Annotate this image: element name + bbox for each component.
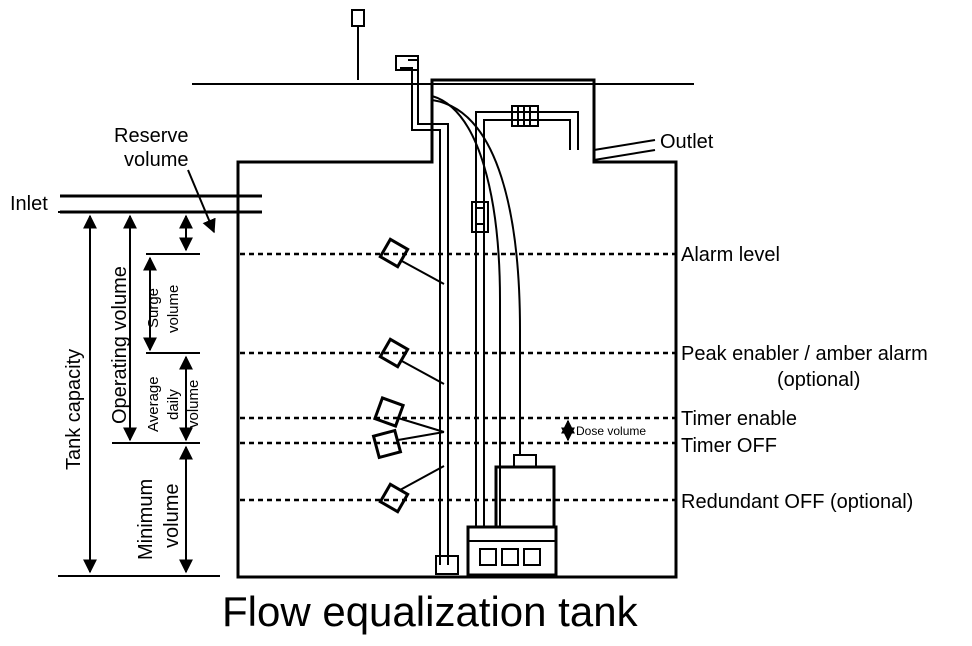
vent-cap <box>395 55 419 71</box>
diagram-title: Flow equalization tank <box>222 588 639 635</box>
outlet-label: Outlet <box>660 131 714 153</box>
float-timer-off <box>371 428 445 460</box>
average-daily-label-2: daily <box>165 389 182 420</box>
wire-b <box>431 99 521 455</box>
peak-enabler-optional-label: (optional) <box>777 369 860 391</box>
peak-enabler-label: Peak enabler / amber alarm <box>681 343 928 365</box>
redundant-off-label: Redundant OFF (optional) <box>681 491 913 513</box>
pump-inlet-3 <box>523 548 541 566</box>
timer-off-label: Timer OFF <box>681 435 777 457</box>
pump-motor <box>513 454 537 468</box>
reserve-volume-label-1: Reserve <box>114 125 188 147</box>
minimum-volume-label-2: volume <box>161 484 183 548</box>
reserve-leader <box>187 169 216 234</box>
pump-inlet-1 <box>479 548 497 566</box>
wire-a <box>431 95 501 528</box>
conduit-pipe-inner <box>408 59 449 565</box>
control-panel-post <box>351 9 365 27</box>
discharge-pipe <box>475 111 579 528</box>
surge-volume-label-1: Surge <box>145 288 162 328</box>
average-daily-label-3: volume <box>185 380 202 428</box>
conduit-pipe <box>400 67 441 565</box>
dose-volume-label: Dose volume <box>576 424 646 438</box>
check-valve <box>471 201 489 233</box>
alarm-level-label: Alarm level <box>681 244 780 266</box>
pump-inlet-2 <box>501 548 519 566</box>
tank-capacity-label: Tank capacity <box>63 349 85 470</box>
pump-base <box>466 525 558 577</box>
float-peak <box>378 337 445 385</box>
float-stand-base <box>435 555 459 575</box>
timer-enable-label: Timer enable <box>681 408 797 430</box>
surge-volume-label-2: volume <box>165 285 182 333</box>
discharge-pipe-inner <box>483 119 571 528</box>
reserve-volume-label-2: volume <box>124 149 188 171</box>
outlet-pipe-bottom <box>593 149 656 161</box>
float-redundant-off <box>378 465 445 514</box>
pump-body <box>494 465 556 529</box>
minimum-volume-label-1: Minimum <box>135 479 157 560</box>
average-daily-label-1: Average <box>145 376 162 432</box>
operating-volume-label: Operating volume <box>109 266 131 424</box>
tank-outline <box>236 78 678 579</box>
inlet-label: Inlet <box>10 193 48 215</box>
float-alarm <box>378 237 445 285</box>
outlet-pipe-top <box>593 139 656 151</box>
float-timer-enable <box>372 395 445 433</box>
